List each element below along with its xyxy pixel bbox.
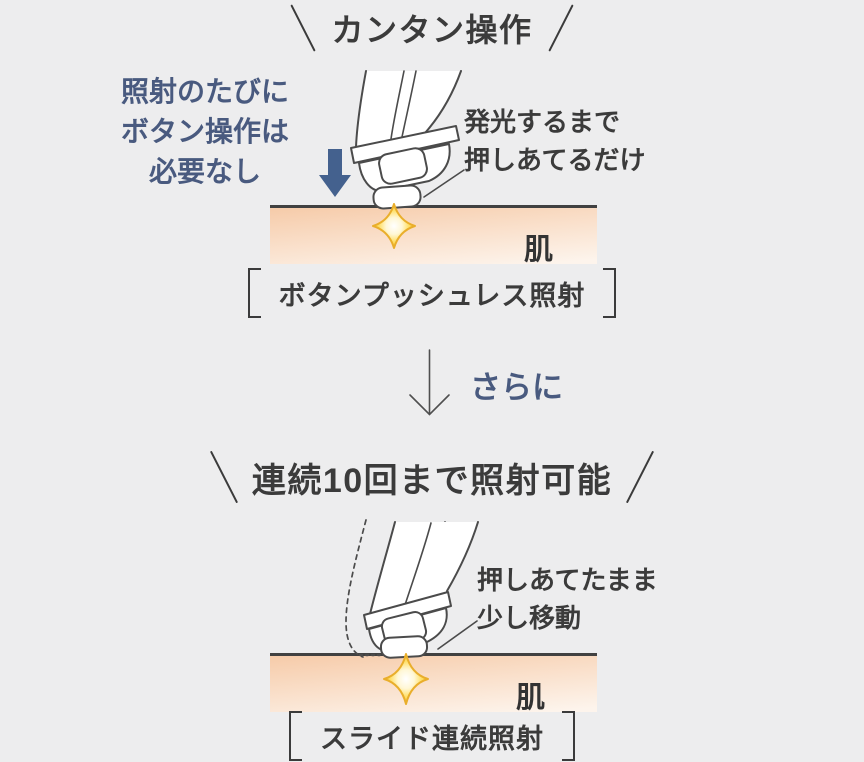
section1-title-row: カンタン操作	[0, 2, 864, 54]
skin-label: 肌	[515, 682, 545, 714]
caption-inner: ボタンプッシュレス照射	[247, 268, 617, 318]
left-bracket-icon	[247, 268, 261, 318]
caption-text: ボタンプッシュレス照射	[278, 280, 586, 311]
device-right-edge	[424, 70, 462, 134]
device-head	[358, 143, 451, 192]
divider-down-arrow-icon	[409, 349, 450, 416]
device-window	[380, 611, 428, 647]
device-left-edge	[355, 70, 367, 148]
device-collar	[363, 591, 452, 630]
callout-pointer-line	[437, 620, 478, 650]
callout-line: 少し移動	[477, 603, 582, 633]
left-slash-icon	[290, 4, 317, 52]
device-window	[378, 147, 428, 185]
skin-label: 肌	[523, 234, 553, 266]
device-collar	[350, 125, 460, 164]
ipl-device	[363, 521, 479, 659]
caption-inner: スライド連続照射	[289, 711, 575, 761]
device-right-edge	[446, 521, 479, 592]
section1-title: カンタン操作	[331, 12, 533, 48]
section2-title: 連続10回まで照射可能	[251, 461, 613, 500]
section1-caption: ボタンプッシュレス照射	[0, 268, 864, 318]
device-seam	[403, 522, 432, 609]
caption-text: スライド連続照射	[320, 723, 544, 754]
section2-title-row: 連続10回まで照射可能	[0, 448, 864, 506]
ipl-device	[350, 70, 462, 210]
ghost-right-edge	[409, 521, 446, 650]
left-bracket-icon	[289, 711, 302, 761]
press-down-arrow-icon	[319, 149, 351, 197]
section1-side-note: 照射のたびに ボタン操作は 必要なし	[110, 72, 300, 192]
callout-line: 発光するまで	[464, 107, 621, 137]
side-note-line: 照射のたびに	[120, 76, 289, 107]
callout-pointer-line	[423, 169, 465, 198]
device-seam	[390, 70, 405, 140]
side-note-line: 必要なし	[148, 156, 261, 187]
right-slash-icon	[547, 4, 574, 52]
callout-line: 押しあてたまま	[477, 565, 658, 595]
section2-callout: 押しあてたまま 少し移動	[477, 561, 658, 637]
device-body	[370, 522, 478, 614]
right-bracket-icon	[603, 268, 617, 318]
device-left-edge	[369, 521, 396, 615]
skin-band: 肌	[270, 653, 597, 714]
skin-band: 肌	[270, 205, 597, 266]
right-slash-icon	[626, 450, 655, 504]
device-head	[368, 607, 448, 652]
ghost-previous-position	[345, 519, 446, 658]
section1-callout: 発光するまで 押しあてるだけ	[464, 103, 645, 179]
section2-caption: スライド連続照射	[0, 711, 864, 761]
callout-line: 押しあてるだけ	[464, 145, 646, 175]
divider-label: さらに	[470, 370, 563, 405]
device-body	[356, 71, 461, 147]
device-seam	[401, 70, 417, 138]
right-bracket-icon	[562, 711, 575, 761]
left-slash-icon	[209, 450, 238, 504]
ghost-left-edge	[345, 519, 367, 658]
side-note-line: ボタン操作は	[120, 116, 289, 147]
